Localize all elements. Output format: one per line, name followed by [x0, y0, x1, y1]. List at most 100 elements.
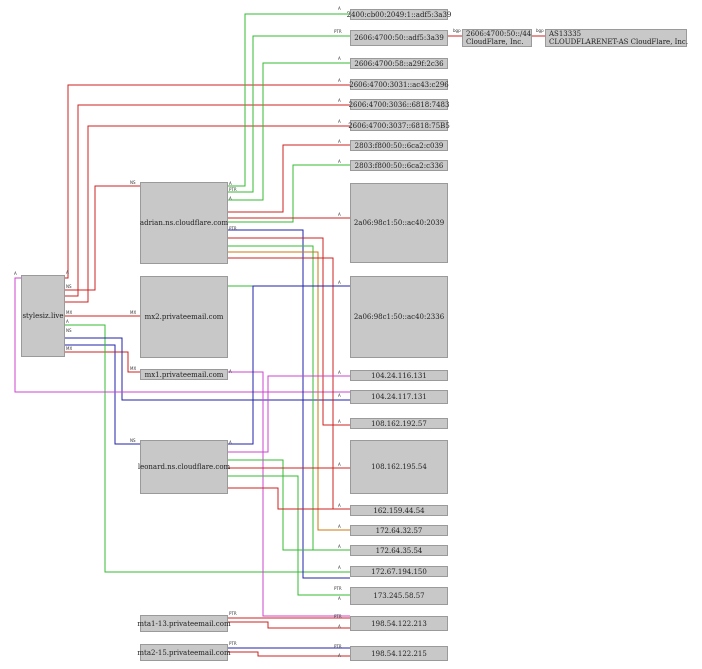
edge-label-a: A: [338, 419, 341, 424]
edge-adrian-58: [228, 62, 350, 201]
edge-a-104-117: [65, 337, 350, 401]
edge-label-ptr: PTR: [334, 614, 342, 619]
ipv6-node-1[interactable]: 2606:4700:50::adf5:3a39: [350, 30, 448, 46]
edge-label-a: A: [338, 56, 341, 61]
edge-label-ptr: PTR: [229, 226, 237, 231]
edge-mx-mx1: [65, 351, 140, 373]
edge-label-ptr: PTR: [229, 641, 237, 646]
edge-label-a: A: [338, 159, 341, 164]
edge-a-2606-3031: [65, 84, 350, 279]
ipv6-node-8[interactable]: 2a06:98c1:50::ac40:2039: [350, 183, 448, 263]
edge-ns-adrian: [65, 185, 140, 291]
edge-a-172-67: [65, 324, 350, 573]
ipv6-node-0[interactable]: 2400:cb00:2049:1::adf5:3a39: [346, 9, 452, 20]
edge-label-a: A: [338, 503, 341, 508]
edge-adrian-2803-c336: [228, 164, 350, 223]
ipv4-node-8[interactable]: 173.245.58.57: [350, 587, 448, 605]
edge-label-a: A: [229, 181, 232, 186]
ipv4-node-2[interactable]: 108.162.192.57: [350, 418, 448, 429]
domain-node[interactable]: stylesiz.live: [21, 275, 65, 357]
mail-server-node-1[interactable]: mx1.privateemail.com: [140, 369, 228, 380]
edge-adrian-50-ptr: [228, 35, 350, 193]
ipv4-node-9[interactable]: 198.54.122.213: [350, 616, 448, 631]
ipv4-node-7[interactable]: 172.67.194.150: [350, 566, 448, 577]
ipv4-node-1[interactable]: 104.24.117.131: [350, 390, 448, 404]
edge-a-104-116: [14, 277, 350, 393]
edge-mx1-198-213: [228, 371, 350, 617]
edge-label-a: A: [14, 271, 17, 276]
ipv6-node-9[interactable]: 2a06:98c1:50::ac40:2336: [350, 276, 448, 358]
edge-leonard-162: [228, 487, 350, 510]
nameserver-node-0[interactable]: adrian.ns.cloudflare.com: [140, 182, 228, 264]
ipv6-node-7[interactable]: 2803:f800:50::6ca2:c336: [350, 160, 448, 171]
edge-label-ns: NS: [130, 180, 136, 185]
edge-label-ptr: PTR: [334, 29, 342, 34]
edge-label-a: A: [338, 212, 341, 217]
edge-leonard-172-64-35: [228, 459, 350, 551]
edge-label-a: A: [338, 624, 341, 629]
ptr-host-node-0[interactable]: mta1-13.privateemail.com: [137, 615, 231, 632]
ptr-host-node-1[interactable]: mta2-15.privateemail.com: [137, 644, 231, 661]
edge-label-a: A: [338, 596, 341, 601]
edge-label-a: A: [338, 653, 341, 658]
edge-label-bgp: bgp: [453, 28, 461, 33]
edge-label-a: A: [338, 6, 341, 11]
edge-leonard-2a06: [228, 285, 350, 445]
asn-line: AS13335: [549, 30, 582, 38]
edge-adrian-173: [228, 229, 350, 579]
edge-ptr-mta1: [228, 621, 350, 629]
edge-label-a: A: [338, 370, 341, 375]
prefix-line: CloudFlare, Inc.: [466, 38, 524, 46]
mail-server-node-0[interactable]: mx2.privateemail.com: [140, 276, 228, 358]
edge-label-a: A: [338, 280, 341, 285]
edge-label-ns: NS: [66, 284, 72, 289]
edge-label-mx: MX: [130, 366, 137, 371]
edge-label-a: A: [66, 270, 69, 275]
edge-a-2606-3037: [65, 125, 350, 303]
edge-label-ptr: PTR: [229, 187, 237, 192]
prefix-line: 2606:4700:50::/44: [466, 30, 532, 38]
edge-ptr-mta2: [228, 651, 350, 657]
edge-label-ns: NS: [66, 328, 72, 333]
edge-label-a: A: [338, 524, 341, 529]
edge-a-2606-3036: [65, 104, 350, 297]
edge-label-mx: MX: [130, 310, 137, 315]
edge-label-a: A: [229, 369, 232, 374]
ipv4-node-0[interactable]: 104.24.116.131: [350, 370, 448, 381]
ipv6-node-3[interactable]: 2606:4700:3031::ac43:c296: [349, 79, 449, 90]
edge-label-ptr: PTR: [334, 644, 342, 649]
ipv6-node-4[interactable]: 2606:4700:3036::6818:7483: [348, 99, 450, 110]
edge-adrian-162: [228, 257, 350, 510]
edge-ns-leonard: [65, 344, 140, 445]
edge-label-a: A: [338, 78, 341, 83]
edge-leonard-173: [228, 475, 350, 596]
ipv4-node-4[interactable]: 162.159.44.54: [350, 505, 448, 516]
ipv4-node-3[interactable]: 108.162.195.54: [350, 440, 448, 494]
edge-label-a: A: [229, 196, 232, 201]
ipv6-node-5[interactable]: 2606:4700:3037::6818:75B5: [348, 120, 450, 131]
edge-label-ptr: PTR: [334, 586, 342, 591]
ipv6-node-2[interactable]: 2606:4700:58::a29f:2c36: [350, 58, 448, 69]
edge-label-a: A: [338, 393, 341, 398]
ipv4-node-5[interactable]: 172.64.32.57: [350, 525, 448, 536]
nameserver-node-1[interactable]: leonard.ns.cloudflare.com: [138, 440, 230, 494]
edge-label-bgp: bgp: [536, 28, 544, 33]
edge-label-a: A: [338, 139, 341, 144]
ipv4-node-6[interactable]: 172.64.35.54: [350, 545, 448, 556]
edge-leonard-104-116: [228, 375, 350, 453]
edge-label-ptr: PTR: [229, 611, 237, 616]
edge-adrian-2803-c039: [228, 144, 350, 213]
edge-label-a: A: [229, 440, 232, 445]
ipv4-node-10[interactable]: 198.54.122.215: [350, 646, 448, 661]
edge-label-mx: MX: [66, 346, 73, 351]
edge-adrian-172-64-35: [228, 245, 350, 551]
edge-label-a: A: [338, 98, 341, 103]
edge-label-a: A: [66, 319, 69, 324]
edge-label-a: A: [338, 544, 341, 549]
ipv6-node-6[interactable]: 2803:f800:50::6ca2:c039: [350, 140, 448, 151]
asn-line: CLOUDFLARENET-AS CloudFlare, Inc.: [549, 38, 689, 46]
edge-adrian-172-64-32: [228, 251, 350, 531]
